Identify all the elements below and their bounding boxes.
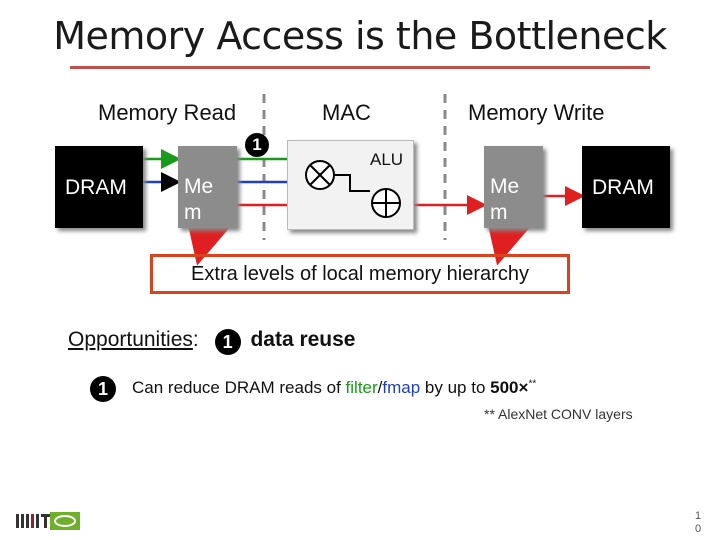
reduce-filter: filter bbox=[345, 378, 378, 397]
page-number: 1 0 bbox=[694, 510, 702, 535]
mem-right-block: Me m bbox=[484, 146, 543, 228]
dram-left-block: DRAM bbox=[55, 146, 143, 228]
hierarchy-callout: Extra levels of local memory hierarchy bbox=[150, 254, 570, 294]
footnote: ** AlexNet CONV layers bbox=[484, 406, 633, 422]
header-memory-read: Memory Read bbox=[98, 100, 237, 125]
alu-block: ALU bbox=[287, 140, 414, 230]
alu-operators bbox=[305, 160, 401, 218]
opportunities-line: Opportunities: 1 data reuse bbox=[68, 328, 356, 355]
dram-right-label: DRAM bbox=[592, 176, 654, 199]
reduce-value: 500× bbox=[490, 378, 529, 397]
mem-left-block: Me m bbox=[178, 146, 237, 228]
mit-logo bbox=[16, 514, 50, 528]
slide-title: Memory Access is the Bottleneck bbox=[53, 14, 667, 58]
header-memory-write: Memory Write bbox=[468, 100, 605, 125]
badge-1-opportunities: 1 bbox=[214, 329, 241, 355]
opportunities-colon: : bbox=[192, 328, 199, 351]
reduce-middle: by up to bbox=[420, 378, 491, 397]
reduce-line: Can reduce DRAM reads of filter/fmap by … bbox=[132, 378, 536, 398]
badge-1-reduce: 1 bbox=[90, 376, 116, 402]
header-mac: MAC bbox=[322, 100, 371, 125]
badge-1-diagram: 1 bbox=[245, 133, 269, 157]
nvidia-eye-icon bbox=[50, 512, 80, 530]
reduce-fmap: fmap bbox=[382, 378, 421, 397]
reduce-slash: / bbox=[377, 378, 383, 397]
opportunities-label: Opportunities bbox=[68, 328, 193, 351]
opportunity-item: data reuse bbox=[250, 328, 356, 351]
alu-label: ALU bbox=[370, 150, 404, 169]
reduce-prefix: Can reduce DRAM reads of bbox=[132, 378, 346, 397]
reduce-sup: ** bbox=[528, 378, 537, 390]
title-underline bbox=[70, 66, 650, 69]
dram-left-label: DRAM bbox=[65, 176, 127, 199]
dram-right-block: DRAM bbox=[582, 146, 670, 228]
